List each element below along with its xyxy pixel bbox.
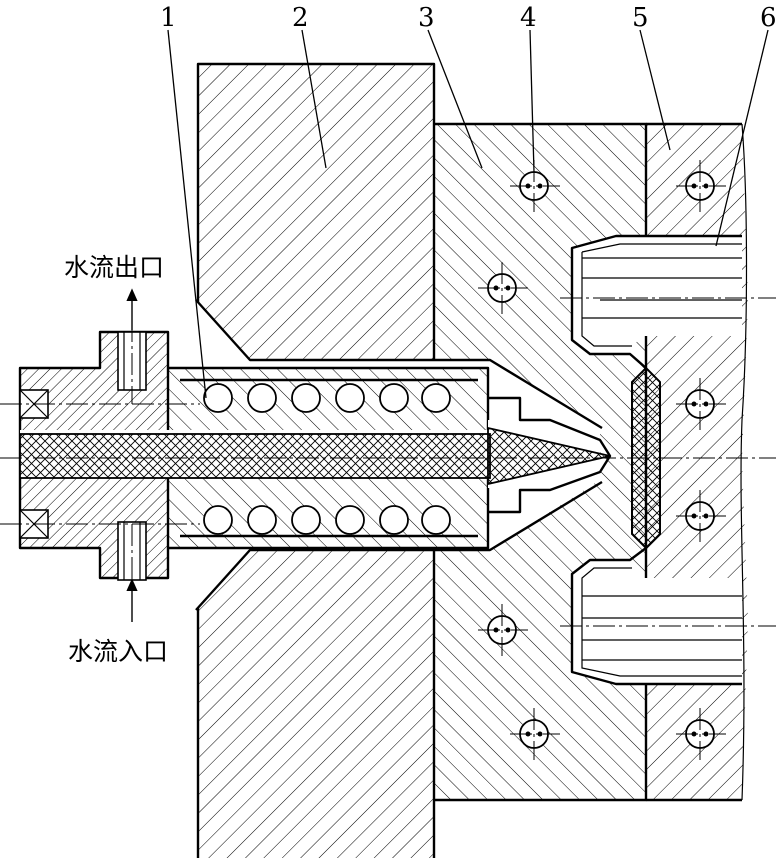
leader-2 xyxy=(301,29,327,169)
leader-1 xyxy=(167,29,207,399)
molded-part xyxy=(631,366,661,550)
water-outlet-label: 水流出口 xyxy=(64,253,164,282)
cooling-hole-icon xyxy=(676,490,726,542)
part-number-labels: 1 2 3 4 5 6 xyxy=(160,3,776,33)
plate-5 xyxy=(646,122,748,802)
part-label-6: 6 xyxy=(760,3,776,33)
part-label-3: 3 xyxy=(418,3,435,33)
water-inlet-label: 水流入口 xyxy=(68,637,168,666)
cooling-hole-icon xyxy=(510,160,560,212)
insert-6-bottom xyxy=(560,547,776,686)
water-channels xyxy=(0,320,200,600)
leader-lines xyxy=(167,29,769,399)
leader-4 xyxy=(529,29,535,173)
cooling-holes xyxy=(478,160,726,760)
heater-coils-bottom xyxy=(203,505,451,535)
cooling-hole-icon xyxy=(676,708,726,760)
leader-5 xyxy=(639,29,671,151)
leader-6 xyxy=(715,29,769,247)
part-label-1: 1 xyxy=(160,3,177,33)
cooling-hole-icon xyxy=(676,160,726,212)
heater-coils-top xyxy=(203,383,451,413)
insert-6-top xyxy=(560,234,776,369)
part-label-4: 4 xyxy=(520,3,537,33)
cooling-hole-icon xyxy=(478,604,528,656)
cooling-hole-icon xyxy=(478,262,528,314)
leader-3 xyxy=(427,29,483,169)
part-label-2: 2 xyxy=(292,3,309,33)
part-label-5: 5 xyxy=(632,3,649,33)
cooling-hole-icon xyxy=(510,708,560,760)
cooling-hole-icon xyxy=(676,378,726,430)
